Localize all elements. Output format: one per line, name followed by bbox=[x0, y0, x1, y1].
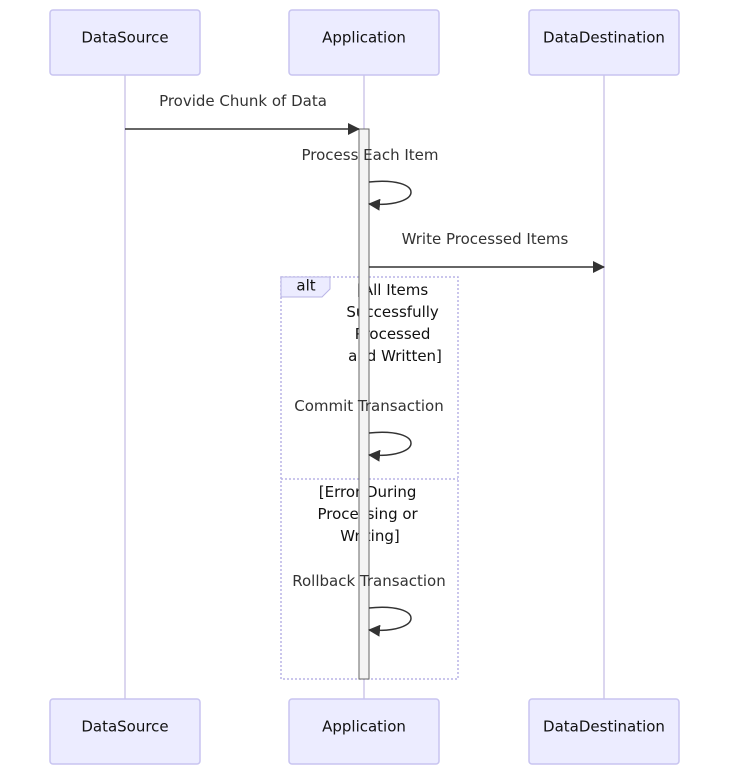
actor-datasource-bottom: DataSource bbox=[49, 698, 201, 765]
actor-datasource-top: DataSource bbox=[49, 9, 201, 76]
condition-1-line: Successfully bbox=[346, 303, 439, 321]
message-label: Commit Transaction bbox=[294, 397, 444, 415]
message-commit-transaction: Commit Transaction bbox=[294, 397, 444, 462]
actor-label: DataSource bbox=[81, 29, 168, 47]
actor-application-top: Application bbox=[288, 9, 440, 76]
message-label: Provide Chunk of Data bbox=[159, 92, 327, 110]
condition-1-line: Processed bbox=[355, 325, 431, 343]
actor-datadestination-bottom: DataDestination bbox=[528, 698, 680, 765]
message-write-processed-items: Write Processed Items bbox=[369, 230, 605, 273]
alt-condition-1: [All Items Successfully Processed and Wr… bbox=[346, 281, 443, 365]
message-provide-chunk: Provide Chunk of Data bbox=[125, 92, 360, 135]
condition-1-line: and Written] bbox=[348, 347, 442, 365]
actor-label: Application bbox=[322, 718, 406, 736]
condition-1-line: [All Items bbox=[357, 281, 428, 299]
actor-label: Application bbox=[322, 29, 406, 47]
message-process-each-item: Process Each Item bbox=[301, 146, 439, 211]
actor-label: DataDestination bbox=[543, 29, 665, 47]
actor-label: DataSource bbox=[81, 718, 168, 736]
message-label: Write Processed Items bbox=[402, 230, 569, 248]
condition-2-line: Writing] bbox=[340, 527, 399, 545]
actor-label: DataDestination bbox=[543, 718, 665, 736]
activation-bar-application bbox=[358, 128, 370, 680]
message-label: Process Each Item bbox=[301, 146, 438, 164]
actor-application-bottom: Application bbox=[288, 698, 440, 765]
actor-datadestination-top: DataDestination bbox=[528, 9, 680, 76]
alt-label-tab bbox=[280, 276, 331, 298]
alt-condition-2: [Error During Processing or Writing] bbox=[318, 483, 423, 545]
message-rollback-transaction: Rollback Transaction bbox=[292, 572, 446, 637]
message-label: Rollback Transaction bbox=[292, 572, 446, 590]
alt-keyword: alt bbox=[296, 277, 315, 295]
